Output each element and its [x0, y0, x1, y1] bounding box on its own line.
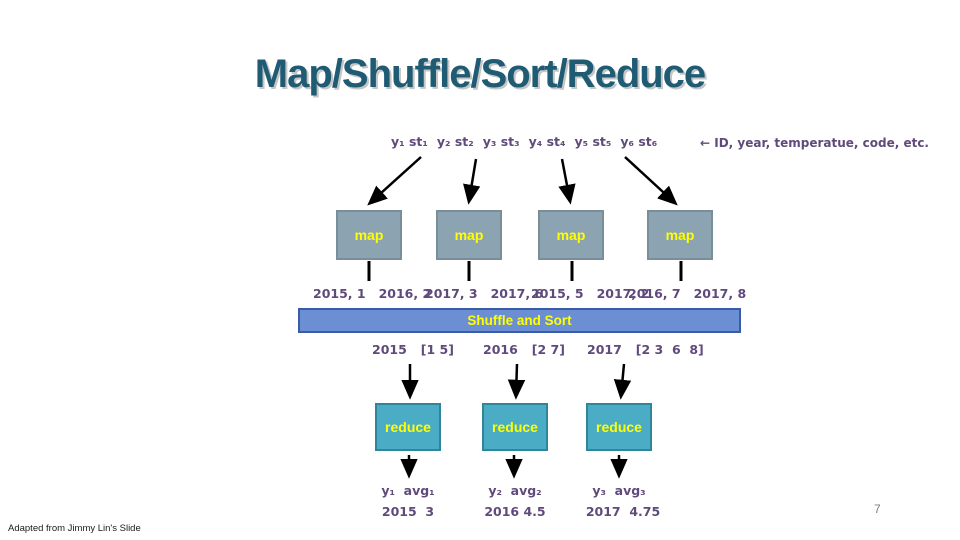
map-output-group-1: 2015, 1 2016, 2: [313, 286, 431, 301]
input-token: y₁ st₁: [391, 134, 428, 149]
map-box-label: map: [556, 227, 586, 243]
arrow-input-to-map-3: [558, 158, 576, 205]
reduce-box-label: reduce: [596, 419, 642, 435]
map-output-pair: 2017, 2: [596, 286, 650, 301]
map-output-pair: 2016, 7: [628, 286, 681, 301]
reduce-output-pair-2: y₂ avg₂: [488, 483, 542, 498]
input-token: y₅ st₅: [574, 134, 612, 149]
map-output-pair: 2017, 6: [490, 286, 544, 301]
arrow-input-to-map-1: [367, 156, 422, 206]
group-key: 2015: [372, 342, 407, 357]
page-number: 7: [874, 502, 881, 516]
group-values: [1 5]: [420, 342, 454, 357]
map-box-label: map: [454, 227, 484, 243]
shuffle-sort-bar: Shuffle and Sort: [298, 308, 741, 333]
input-annotation: ← ID, year, temperatue, code, etc.: [700, 136, 929, 150]
map-output-pair: 2015, 1: [313, 286, 366, 301]
map-output-group-3: 2015, 5 2017, 2: [531, 286, 649, 301]
reduce-output-result-1: 2015 3: [381, 504, 435, 519]
reduce-box-3: reduce: [586, 403, 652, 451]
reduce-box-1: reduce: [375, 403, 441, 451]
attribution-note: Adapted from Jimmy Lin's Slide: [8, 523, 141, 534]
map-box-4: map: [647, 210, 713, 260]
shuffle-group-3: 2017 [2 3 6 8]: [587, 342, 704, 357]
group-values: [2 3 6 8]: [635, 342, 704, 357]
map-box-2: map: [436, 210, 502, 260]
map-box-label: map: [665, 227, 695, 243]
input-token: y₂ st₂: [436, 134, 474, 149]
reduce-box-2: reduce: [482, 403, 548, 451]
input-token: y₄ st₄: [528, 134, 566, 149]
input-token-row: y₁ st₁ y₂ st₂ y₃ st₃ y₄ st₄ y₅ st₅ y₆ st…: [391, 134, 657, 149]
input-token: y₆ st₆: [620, 134, 658, 149]
arrow-group-to-reduce-3: [613, 363, 632, 400]
group-key: 2017: [587, 342, 622, 357]
reduce-output-pair-1: y₁ avg₁: [381, 483, 435, 498]
map-output-group-4: 2016, 7 2017, 8: [628, 286, 746, 301]
page-title: Map/Shuffle/Sort/Reduce: [254, 52, 706, 96]
shuffle-group-2: 2016 [2 7]: [483, 342, 565, 357]
arrow-group-to-reduce-2: [507, 363, 526, 400]
reduce-box-label: reduce: [385, 419, 431, 435]
arrow-input-to-map-2: [463, 158, 481, 205]
reduce-output-result-2: 2016 4.5: [484, 504, 546, 519]
map-box-label: map: [354, 227, 384, 243]
map-output-pair: 2016, 2: [378, 286, 432, 301]
map-output-pair: 2017, 3: [425, 286, 478, 301]
shuffle-sort-label: Shuffle and Sort: [467, 313, 572, 328]
map-box-1: map: [336, 210, 402, 260]
arrow-input-to-map-4: [624, 156, 678, 206]
map-output-pair: 2015, 5: [531, 286, 584, 301]
input-token: y₃ st₃: [482, 134, 520, 149]
group-key: 2016: [483, 342, 518, 357]
shuffle-group-1: 2015 [1 5]: [372, 342, 454, 357]
reduce-output-result-3: 2017 4.75: [585, 504, 661, 519]
map-output-pair: 2017, 8: [693, 286, 747, 301]
group-values: [2 7]: [531, 342, 565, 357]
reduce-box-label: reduce: [492, 419, 538, 435]
reduce-output-pair-3: y₃ avg₃: [592, 483, 646, 498]
map-output-group-2: 2017, 3 2017, 6: [425, 286, 543, 301]
map-box-3: map: [538, 210, 604, 260]
